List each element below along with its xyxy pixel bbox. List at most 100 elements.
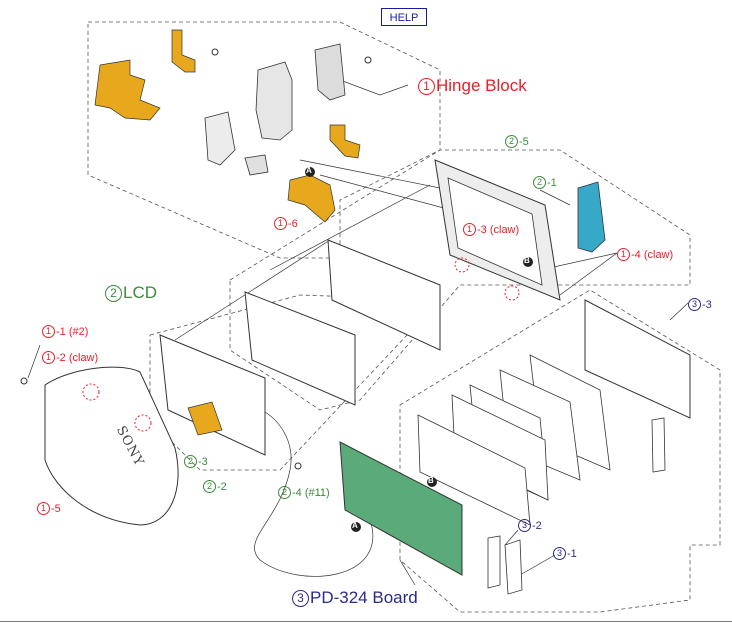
hinge-leader <box>339 79 409 96</box>
part-2-2-label: 2-2 <box>203 480 227 493</box>
flex-cable-right <box>329 124 361 159</box>
marker-a-top-circle <box>305 167 315 177</box>
help-button[interactable]: HELP <box>381 8 427 26</box>
screw-leader <box>27 344 41 379</box>
hinge-bracket <box>314 43 346 101</box>
part-2-3-num: 2 <box>184 455 197 468</box>
frame-to-bezel-line-2 <box>269 184 431 271</box>
part-2-5-label: 2-5 <box>505 135 529 148</box>
board-leader <box>399 559 416 586</box>
cyan-bracket <box>577 181 606 253</box>
part-1-3-num: 1 <box>463 223 476 236</box>
part-3-3-label: 3-3 <box>688 298 712 311</box>
lcd-outline <box>229 149 691 411</box>
part-1-6-text: -6 <box>288 218 298 230</box>
flex-cable-bottom <box>287 174 336 223</box>
hinge-block-outline <box>87 21 441 259</box>
hinge-block-parts <box>94 29 372 223</box>
hinge-mechanism <box>255 61 293 141</box>
part-3-3-text: -3 <box>702 299 712 311</box>
board-bracket-1 <box>487 535 501 589</box>
hinge-screw-2 <box>364 56 372 64</box>
part-1-1-num: 1 <box>42 325 55 338</box>
part-3-3-num: 3 <box>688 298 701 311</box>
lcd-screw <box>294 462 302 470</box>
part-1-6-label: 1-6 <box>274 217 298 230</box>
p1-4-leader-2 <box>559 252 618 296</box>
p2-1-leader <box>539 189 571 206</box>
pd-324-board <box>339 441 463 576</box>
part-1-2-label: 1-2 (claw) <box>42 351 98 364</box>
part-3-1-num: 3 <box>553 547 566 560</box>
rear-cover <box>20 257 520 526</box>
marker-a-top: A <box>306 166 312 175</box>
flex-cable-top <box>171 29 196 73</box>
part-1-3-text: -3 (claw) <box>477 224 520 236</box>
board-text: PD-324 Board <box>310 588 418 607</box>
part-3-2-num: 3 <box>518 519 531 532</box>
part-2-5-text: -5 <box>519 136 529 148</box>
part-2-1-label: 2-1 <box>533 176 557 189</box>
part-2-5-num: 2 <box>505 135 518 148</box>
frame-to-bezel-line <box>174 239 331 341</box>
rear-screw <box>20 377 28 385</box>
claw-marker-3 <box>454 257 470 273</box>
part-2-1-text: -1 <box>547 177 557 189</box>
bottom-divider <box>0 621 732 622</box>
marker-a-board: A <box>352 521 358 530</box>
ref-markers <box>305 167 533 532</box>
part-1-1-text: -1 (#2) <box>56 326 89 338</box>
lcd-panel-back <box>327 239 441 351</box>
marker-a-board-circle <box>351 522 361 532</box>
p3-2-leader <box>504 529 519 546</box>
claw-marker-4 <box>504 285 520 301</box>
part-1-5-text: -5 <box>51 503 61 515</box>
board-bracket-2 <box>504 539 523 595</box>
part-2-1-num: 2 <box>533 176 546 189</box>
part-1-5-label: 1-5 <box>37 502 61 515</box>
board-outline <box>399 289 721 613</box>
part-1-4-num: 1 <box>617 248 630 261</box>
hinge-cover <box>204 111 236 166</box>
part-3-1-text: -1 <box>567 548 577 560</box>
lcd-num: 2 <box>105 285 122 302</box>
p3-3-leader <box>669 302 689 321</box>
lcd-parts <box>159 159 606 470</box>
part-2-4-label: 2-4 (#11) <box>278 486 330 499</box>
lcd-flex <box>187 401 223 436</box>
part-1-4-label: 1-4 (claw) <box>617 248 673 261</box>
hinge-block-text: Hinge Block <box>436 76 527 95</box>
part-2-3-text: -3 <box>198 456 208 468</box>
part-3-2-label: 3-2 <box>518 519 542 532</box>
part-2-4-num: 2 <box>278 486 291 499</box>
lcd-text: LCD <box>123 283 158 302</box>
marker-b-board-circle <box>427 477 437 487</box>
claw-marker-2 <box>134 414 152 432</box>
part-2-2-text: -2 <box>217 481 227 493</box>
part-1-2-text: -2 (claw) <box>56 352 99 364</box>
hinge-small-part <box>244 154 269 176</box>
board-num: 3 <box>292 590 309 607</box>
part-1-2-num: 1 <box>42 351 55 364</box>
shield-frame <box>584 299 691 419</box>
claw-marker-1 <box>82 383 100 401</box>
part-1-5-num: 1 <box>37 502 50 515</box>
marker-b-frame-circle <box>523 257 533 267</box>
board-parts <box>339 299 691 595</box>
lcd-panel-mid <box>244 291 356 406</box>
rear-cover-shape <box>44 366 179 526</box>
board-bracket-3 <box>651 417 666 473</box>
part-3-2-text: -2 <box>532 520 542 532</box>
marker-b-board: B <box>428 476 434 485</box>
hinge-to-frame-line <box>299 159 451 191</box>
part-1-4-text: -4 (claw) <box>631 249 674 261</box>
part-3-1-label: 3-1 <box>553 547 577 560</box>
flex-cable-left <box>94 59 161 121</box>
part-1-3-label: 1-3 (claw) <box>463 223 519 236</box>
part-1-6-num: 1 <box>274 217 287 230</box>
